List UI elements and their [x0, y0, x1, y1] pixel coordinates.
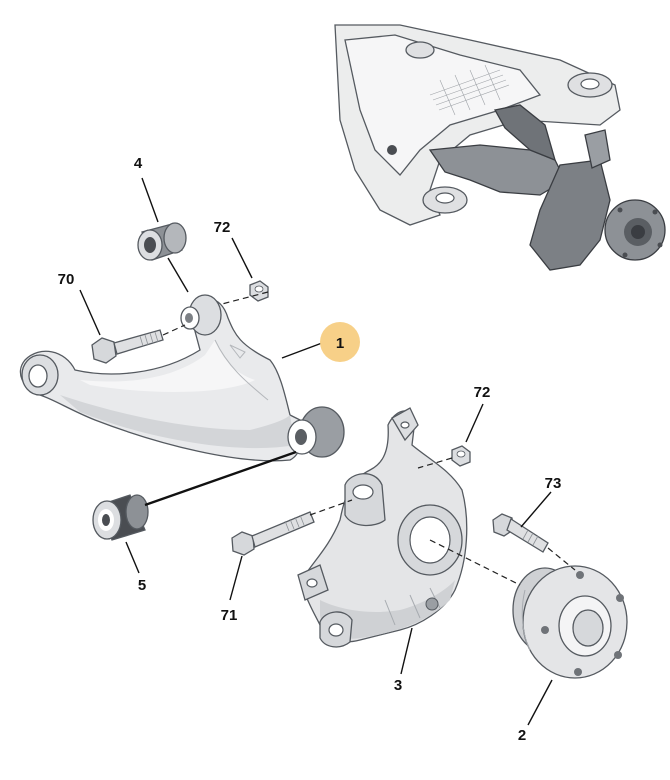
bolt-part-73 [492, 513, 549, 553]
highlight-marker [320, 322, 360, 362]
bolt-part-70 [91, 329, 164, 364]
upper-control-arm [19, 294, 345, 462]
callout-2: 2 [518, 727, 526, 744]
callout-leaders [79, 177, 553, 726]
callout-72-upper: 72 [214, 219, 231, 236]
subframe-assembly-inset [334, 24, 666, 271]
callout-1: 1 [336, 335, 344, 352]
hub-bearing-part-2 [512, 565, 628, 679]
assembly-lines [144, 257, 576, 586]
bolt-part-71 [231, 511, 315, 556]
callout-70: 70 [58, 271, 75, 288]
subframe-texture [429, 64, 510, 116]
callout-73: 73 [545, 475, 562, 492]
callout-72-lower: 72 [474, 384, 491, 401]
front-bushing-part-5 [92, 494, 149, 541]
nut-part-72-lower [451, 445, 471, 467]
callout-labels: 1 2 3 4 5 70 71 72 72 73 [58, 155, 562, 744]
nut-part-72-upper [249, 280, 269, 302]
callout-3: 3 [394, 677, 402, 694]
callout-5: 5 [138, 577, 146, 594]
knuckle-part-3 [297, 407, 468, 648]
callout-4: 4 [134, 155, 143, 172]
callout-71: 71 [221, 607, 238, 624]
top-bushing-part-4 [137, 222, 187, 261]
